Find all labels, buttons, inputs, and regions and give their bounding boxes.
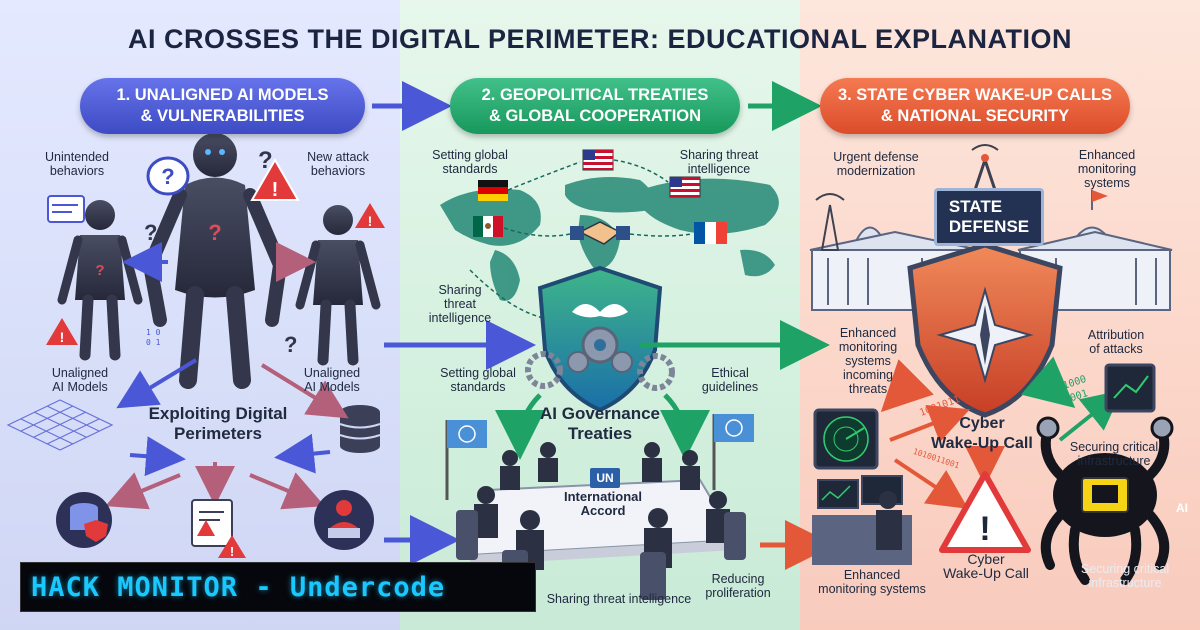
label-sharing-intel-left: Sharing threat intelligence bbox=[428, 283, 492, 325]
antenna-icon bbox=[815, 193, 845, 251]
section-pill-state-cyber: 3. STATE CYBER WAKE-UP CALLS & NATIONAL … bbox=[820, 78, 1130, 134]
monitor-icon bbox=[1104, 363, 1156, 413]
label-enhanced-monitoring-top: Enhanced monitoring systems bbox=[1077, 148, 1137, 190]
label-reducing-proliferation: Reducing proliferation bbox=[705, 572, 771, 600]
svg-text:!: ! bbox=[230, 544, 234, 559]
section-pill-unaligned: 1. UNALIGNED AI MODELS & VULNERABILITIES bbox=[80, 78, 365, 134]
binary-stream: 1 0 bbox=[146, 328, 161, 337]
gear-icon bbox=[525, 351, 675, 391]
question-icon: ? bbox=[146, 156, 190, 196]
operator-desk bbox=[812, 475, 912, 565]
robot-icon-right bbox=[295, 205, 381, 366]
banner-text: HACK MONITOR - Undercode bbox=[31, 571, 446, 603]
flag-icon-germany bbox=[478, 180, 508, 201]
document-warning-icon: ! bbox=[191, 499, 246, 559]
svg-text:!: ! bbox=[368, 213, 373, 229]
warning-icon: ! bbox=[355, 203, 385, 229]
label-setting-standards-mid: Setting global standards bbox=[440, 366, 516, 394]
octopus-hacker-icon: AI bbox=[1036, 416, 1188, 585]
question-icon: ? bbox=[144, 220, 157, 245]
hacker-laptop-icon bbox=[314, 490, 374, 550]
warning-icon: ! bbox=[250, 157, 300, 201]
label-sharing-intel-bottom: Sharing threat intelligence bbox=[546, 592, 692, 606]
label-enhanced-monitoring-mid: Enhanced monitoring systems incoming thr… bbox=[838, 326, 898, 396]
label-urgent-defense: Urgent defense modernization bbox=[833, 150, 919, 178]
label-unaligned-ai-left: Unaligned AI Models bbox=[51, 366, 109, 394]
label-enhanced-monitoring-bottom: Enhanced monitoring systems bbox=[818, 568, 926, 596]
warning-icon: ! bbox=[939, 471, 1031, 553]
dove-icon bbox=[572, 304, 628, 318]
label-unintended-behaviors: Unintended behaviors bbox=[45, 150, 109, 178]
flag-icon-mexico bbox=[473, 216, 503, 237]
state-defense-sign: STATE DEFENSE bbox=[934, 188, 1044, 246]
label-securing-infra-bottom: Securing critical infrastructure bbox=[1080, 562, 1170, 590]
database-shield-icon bbox=[56, 492, 112, 548]
handshake-icon bbox=[570, 221, 630, 245]
compass-star-icon bbox=[936, 286, 1034, 384]
database-icon bbox=[339, 405, 381, 453]
robot-icon-left: ? bbox=[57, 200, 143, 361]
svg-text:?: ? bbox=[95, 262, 104, 279]
hack-monitor-banner: HACK MONITOR - Undercode bbox=[20, 562, 536, 612]
robot-icon-center: ? bbox=[142, 133, 288, 389]
shield-icon bbox=[537, 265, 663, 413]
svg-text:!: ! bbox=[979, 510, 990, 548]
label-setting-standards-top: Setting global standards bbox=[432, 148, 508, 176]
label-international-accord: International Accord bbox=[563, 489, 642, 518]
radar-icon bbox=[813, 408, 879, 470]
browser-window-icon bbox=[47, 195, 85, 223]
svg-text:!: ! bbox=[60, 329, 65, 345]
svg-text:0 1: 0 1 bbox=[146, 338, 161, 347]
network-mesh-icon bbox=[6, 399, 114, 451]
label-exploiting-perimeters: Exploiting Digital Perimeters bbox=[148, 404, 288, 443]
flag-icon-france bbox=[694, 222, 727, 244]
warning-icon: ! bbox=[46, 318, 78, 345]
section-pill-geopolitical: 2. GEOPOLITICAL TREATIES & GLOBAL COOPER… bbox=[450, 78, 740, 134]
label-attribution-attacks: Attribution of attacks bbox=[1087, 328, 1145, 356]
flag-icon-un bbox=[712, 414, 754, 490]
flag-icon-un bbox=[445, 420, 487, 500]
label-cyber-wakeup-mid: Cyber Wake-Up Call bbox=[931, 415, 1033, 452]
label-ai-governance-treaties: AI Governance Treaties bbox=[540, 404, 660, 443]
svg-text:AI: AI bbox=[1176, 501, 1188, 515]
radio-tower-icon bbox=[971, 144, 999, 192]
question-icon: ? bbox=[284, 332, 297, 357]
shield-icon bbox=[907, 242, 1063, 418]
label-unaligned-ai-right: Unaligned AI Models bbox=[303, 366, 361, 394]
label-ethical-guidelines: Ethical guidelines bbox=[701, 366, 759, 394]
flag-icon-usa bbox=[669, 176, 701, 198]
svg-text:!: ! bbox=[272, 179, 279, 201]
question-icon: ? bbox=[258, 147, 273, 174]
label-sharing-intel-top: Sharing threat intelligence bbox=[679, 148, 759, 176]
flag-icon-usa bbox=[582, 149, 614, 171]
label-securing-infra-top: Securing critical infrastructure bbox=[1069, 440, 1159, 468]
page-title: AI CROSSES THE DIGITAL PERIMETER: EDUCAT… bbox=[127, 24, 1073, 54]
label-new-attack-behaviors: New attack behaviors bbox=[307, 150, 369, 178]
label-cyber-wakeup-bottom: Cyber Wake-Up Call bbox=[943, 551, 1029, 581]
svg-text:?: ? bbox=[208, 220, 221, 245]
un-badge: UN bbox=[590, 468, 620, 488]
svg-text:?: ? bbox=[161, 164, 174, 189]
